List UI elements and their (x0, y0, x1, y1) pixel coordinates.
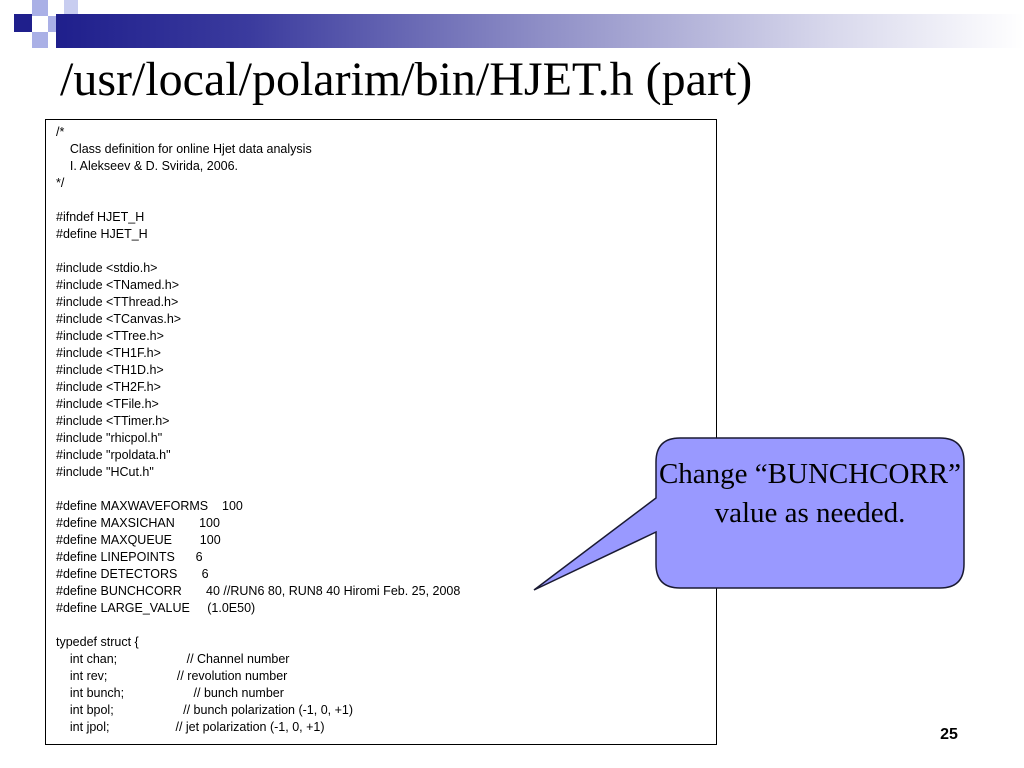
code-line: #include "rpoldata.h" (56, 448, 171, 462)
code-line: #include <TH1F.h> (56, 346, 161, 360)
code-line: typedef struct { (56, 635, 139, 649)
code-line: Class definition for online Hjet data an… (56, 142, 312, 156)
corner-square-light (64, 0, 78, 14)
callout-shape (533, 437, 965, 591)
code-line: #define MAXWAVEFORMS 100 (56, 499, 243, 513)
code-line: #define LINEPOINTS 6 (56, 550, 203, 564)
code-line: #include "HCut.h" (56, 465, 154, 479)
code-line: #define HJET_H (56, 227, 148, 241)
page-number: 25 (940, 726, 958, 743)
code-line: #include <TCanvas.h> (56, 312, 182, 326)
code-line: #ifndef HJET_H (56, 210, 145, 224)
code-line: #include <TFile.h> (56, 397, 159, 411)
code-line: int jpol; // jet polarization (-1, 0, +1… (56, 720, 325, 734)
code-line: #include <TTree.h> (56, 329, 164, 343)
code-line: /* (56, 125, 65, 139)
code-line: int chan; // Channel number (56, 652, 290, 666)
code-line: #include <TH2F.h> (56, 380, 161, 394)
code-line: */ (56, 176, 65, 190)
code-line: #include <TTimer.h> (56, 414, 170, 428)
callout-text: Change “BUNCHCORR” value as needed. (658, 458, 962, 529)
code-listing: /* Class definition for online Hjet data… (56, 124, 460, 736)
corner-square-light (32, 0, 48, 16)
code-line: int rev; // revolution number (56, 669, 288, 683)
code-line: #include <stdio.h> (56, 261, 158, 275)
code-line: #include "rhicpol.h" (56, 431, 163, 445)
code-line: #include <TH1D.h> (56, 363, 164, 377)
code-line: I. Alekseev & D. Svirida, 2006. (56, 159, 239, 173)
code-line: #define MAXQUEUE 100 (56, 533, 221, 547)
code-line: int bpol; // bunch polarization (-1, 0, … (56, 703, 354, 717)
code-line: #define MAXSICHAN 100 (56, 516, 220, 530)
corner-square-dark (14, 14, 32, 32)
code-listing-box (45, 119, 717, 745)
header-gradient-bar (56, 14, 1024, 48)
slide-title: /usr/local/polarim/bin/HJET.h (part) (60, 53, 753, 106)
code-line: #include <TNamed.h> (56, 278, 179, 292)
code-line: #define LARGE_VALUE (1.0E50) (56, 601, 256, 615)
code-line: int bunch; // bunch number (56, 686, 284, 700)
code-line: #define DETECTORS 6 (56, 567, 209, 581)
code-line: #include <TThread.h> (56, 295, 179, 309)
corner-square-light (32, 32, 48, 48)
code-line: #define BUNCHCORR 40 //RUN6 80, RUN8 40 … (56, 584, 461, 598)
